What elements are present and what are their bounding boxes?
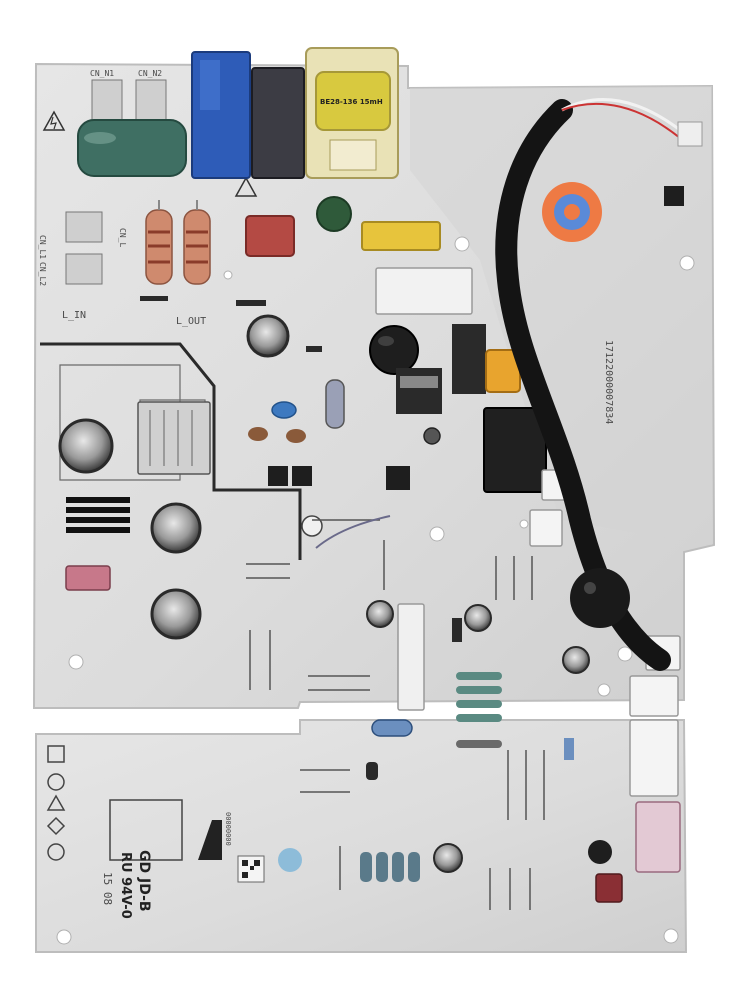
connector-pink-right [635, 801, 681, 873]
mounting-holes [56, 236, 695, 945]
choke-label: BE28-136 15mH [320, 98, 383, 106]
relay-red-small [245, 215, 295, 257]
label-cn-1: CN_N1 [90, 69, 114, 78]
pen-mark [315, 515, 391, 549]
label-cn-l: CN_L [118, 228, 127, 247]
yellow-capacitor [361, 221, 441, 251]
label-cn-2: CN_N2 [138, 69, 162, 78]
logo-text: GD JD-B [136, 850, 152, 912]
buzzer-lower [588, 840, 612, 864]
brown-caps [248, 427, 306, 443]
label-cn-l1: CN_L1 [38, 235, 47, 259]
pcb-board-lower [35, 719, 688, 953]
connector-white-mid [397, 603, 425, 711]
quality-sticker [542, 182, 602, 242]
relay-black [483, 407, 547, 493]
ul-mark: RU 94V-0 [118, 852, 133, 919]
voltage-regulators [396, 324, 486, 414]
choke-yellow: BE28-136 15mH [305, 47, 399, 179]
label-l-out: L_OUT [176, 316, 206, 327]
small-components [140, 296, 574, 780]
diode-array [66, 497, 130, 533]
hv-warning-icon [42, 110, 258, 197]
blue-marker-dot [278, 848, 302, 872]
silk-arrow [198, 820, 222, 860]
resistor-vertical [325, 379, 345, 429]
silkscreen-hv-line [40, 342, 302, 560]
black-knob [369, 325, 419, 375]
blue-film-cap [371, 719, 413, 737]
symbol-column [46, 745, 66, 861]
blue-ceramic-cap [271, 401, 297, 419]
resistor-bank [360, 672, 502, 882]
label-cn-l2: CN_L2 [38, 262, 47, 286]
label-l-in: L_IN [62, 310, 86, 321]
silk-box [109, 799, 183, 861]
ic-code: 00000000 [224, 812, 232, 846]
display-board-panel [410, 86, 712, 545]
date-code: 15 08 [101, 872, 114, 905]
qr-label [237, 855, 265, 883]
connector-white-top [375, 267, 473, 315]
connector-red-lower [595, 873, 623, 903]
smd-marks [246, 519, 545, 910]
optocouplers [268, 466, 410, 490]
bridge-heatsink [137, 401, 211, 475]
power-resistors [145, 200, 211, 285]
relay-dark [251, 67, 305, 179]
connector-pink-left [65, 565, 111, 591]
ir-receiver [664, 186, 684, 206]
board-code: 17122000007834 [603, 340, 614, 424]
buzzer [570, 568, 630, 628]
x-capacitor [77, 119, 187, 177]
varistor [316, 196, 352, 232]
electrolytic-capacitors [58, 314, 590, 873]
display-connector [677, 121, 703, 147]
